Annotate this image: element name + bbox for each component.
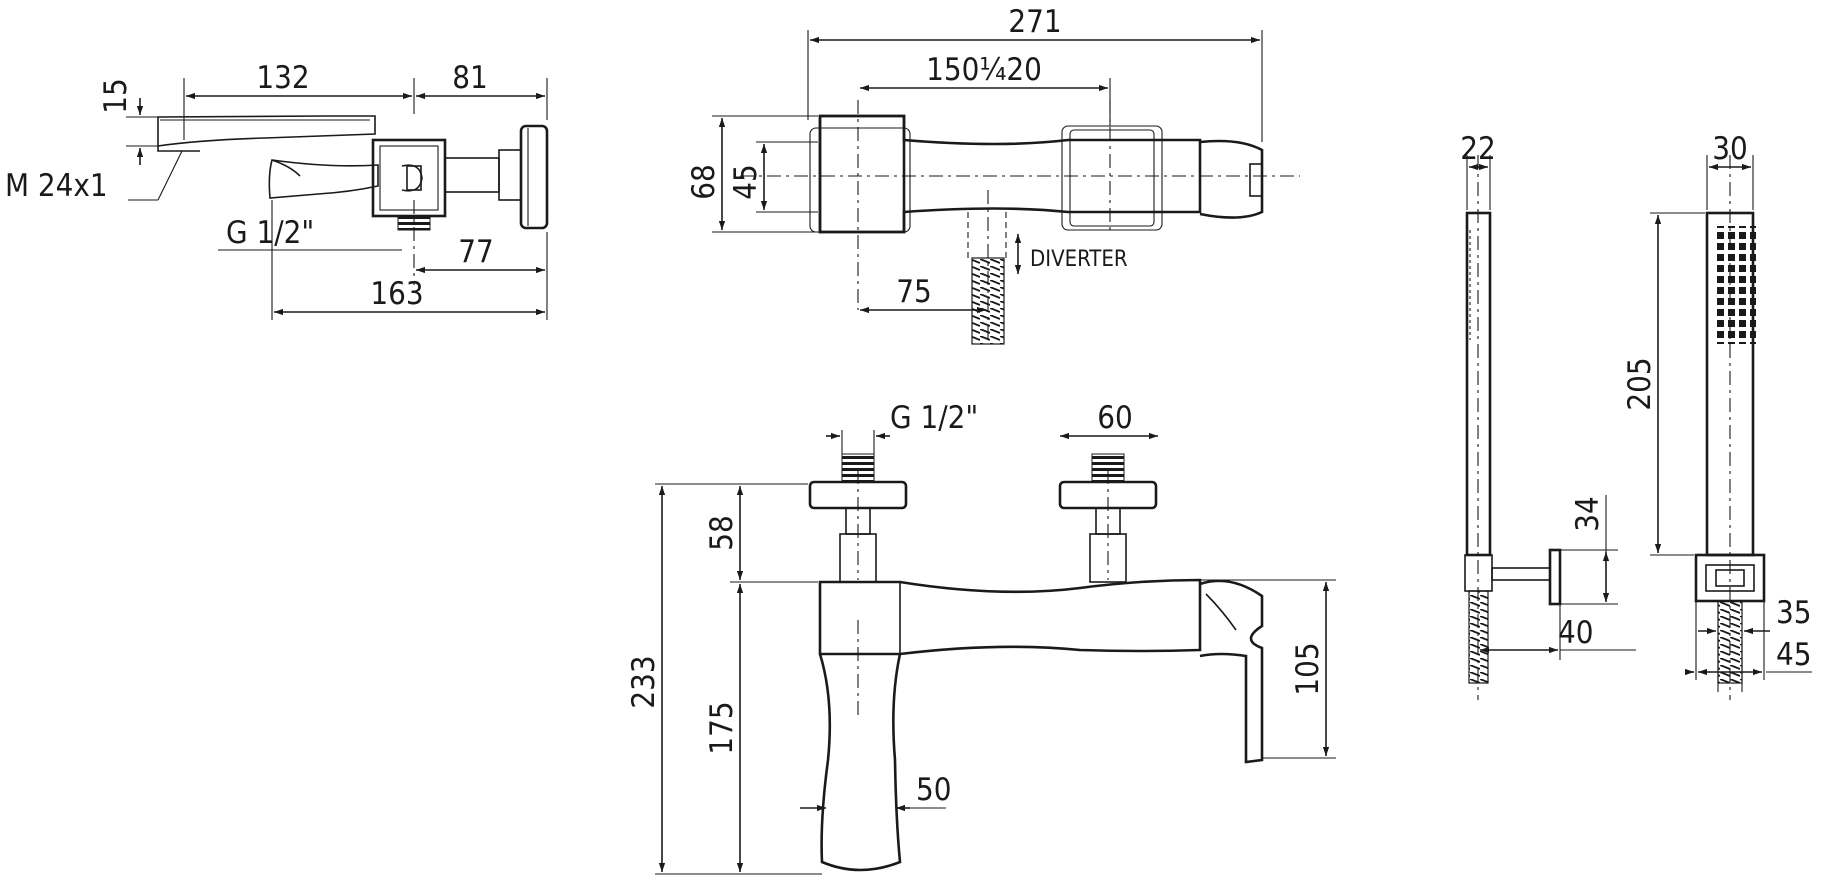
dim-depth-inner: 45	[728, 164, 764, 199]
side-view: 132 81 15 M 24x1 G 1/2" 77 163	[5, 60, 549, 320]
dim-shower-front-width: 30	[1712, 131, 1747, 167]
dim-spout-width: 50	[916, 772, 951, 808]
dim-centres: 150¼20	[926, 52, 1042, 88]
dim-body-height: 175	[704, 701, 740, 754]
dim-bracket-total: 45	[1776, 637, 1811, 673]
front-view: G 1/2" 60 233 58 175 105 50	[626, 400, 1336, 875]
dim-shower-width: 22	[1460, 131, 1495, 167]
label-diverter: DIVERTER	[1030, 247, 1128, 272]
shower-front-view: 30 205 35 45	[1622, 131, 1812, 700]
dim-total-width: 271	[1008, 4, 1061, 40]
dim-total-height: 233	[626, 655, 662, 708]
dim-diverter-offset: 75	[896, 274, 931, 310]
dim-total-depth: 163	[370, 276, 423, 312]
dim-lever-height: 105	[1290, 642, 1326, 695]
label-inlet-front: G 1/2"	[890, 400, 978, 436]
dim-depth-outer: 68	[686, 164, 722, 199]
dim-inlet-width: 60	[1097, 400, 1132, 436]
top-view: DIVERTER 271 150¼20 68 45 75	[686, 4, 1300, 345]
dim-eccentric-height: 58	[704, 515, 740, 550]
dim-bracket-projection: 40	[1558, 615, 1593, 651]
dim-spout-height: 15	[98, 78, 134, 113]
label-thread: M 24x1	[5, 168, 108, 204]
dim-bracket-height: 34	[1570, 496, 1606, 531]
dim-bracket-width: 35	[1776, 595, 1811, 631]
dim-inlet-offset: 77	[458, 234, 493, 270]
dim-shower-length: 205	[1622, 357, 1658, 410]
dim-body-depth: 81	[452, 60, 487, 96]
shower-side-view: 22 34 40	[1460, 131, 1636, 700]
dim-spout-length: 132	[256, 60, 309, 96]
label-inlet-side: G 1/2"	[226, 215, 314, 251]
